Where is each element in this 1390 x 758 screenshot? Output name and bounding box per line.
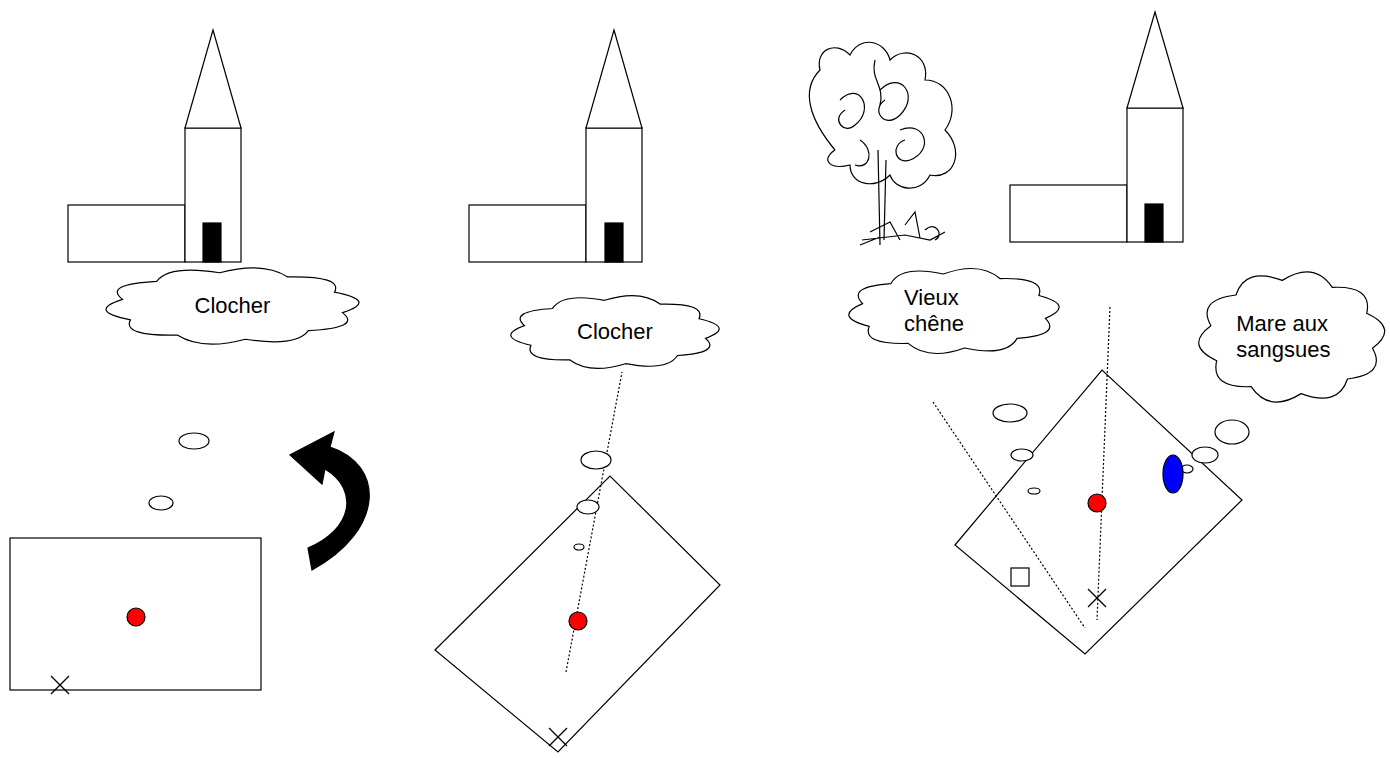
cloud-label: Mare aux sangsues xyxy=(1236,311,1346,364)
map xyxy=(955,370,1242,654)
cross-mark xyxy=(1088,589,1106,607)
square-mark xyxy=(1011,568,1029,586)
map xyxy=(10,538,261,690)
thought-cloud: Clocher xyxy=(105,262,360,350)
position-dot xyxy=(127,608,145,626)
church xyxy=(469,30,642,262)
cross-mark xyxy=(549,728,567,746)
thought-cloud: Mare aux sangsues xyxy=(1198,262,1385,412)
pond xyxy=(1163,455,1183,493)
cloud-label: Clocher xyxy=(195,293,271,319)
cloud-label: Clocher xyxy=(577,319,653,345)
thought-bubbles xyxy=(574,451,611,550)
thought-cloud: Vieux chêne xyxy=(848,262,1060,360)
thought-cloud: Clocher xyxy=(510,290,720,374)
church xyxy=(68,30,241,262)
position-dot xyxy=(1088,494,1106,512)
oak-tree xyxy=(809,42,955,245)
position-dot xyxy=(569,612,587,630)
cross-mark xyxy=(51,676,69,694)
sight-line xyxy=(933,402,1085,628)
thought-bubbles xyxy=(993,404,1249,494)
sight-line xyxy=(1097,307,1110,620)
cloud-label: Vieux chêne xyxy=(904,285,1004,338)
map xyxy=(435,476,720,752)
church xyxy=(1010,12,1183,242)
rotation-arrow xyxy=(290,432,369,570)
sight-line xyxy=(566,372,622,672)
